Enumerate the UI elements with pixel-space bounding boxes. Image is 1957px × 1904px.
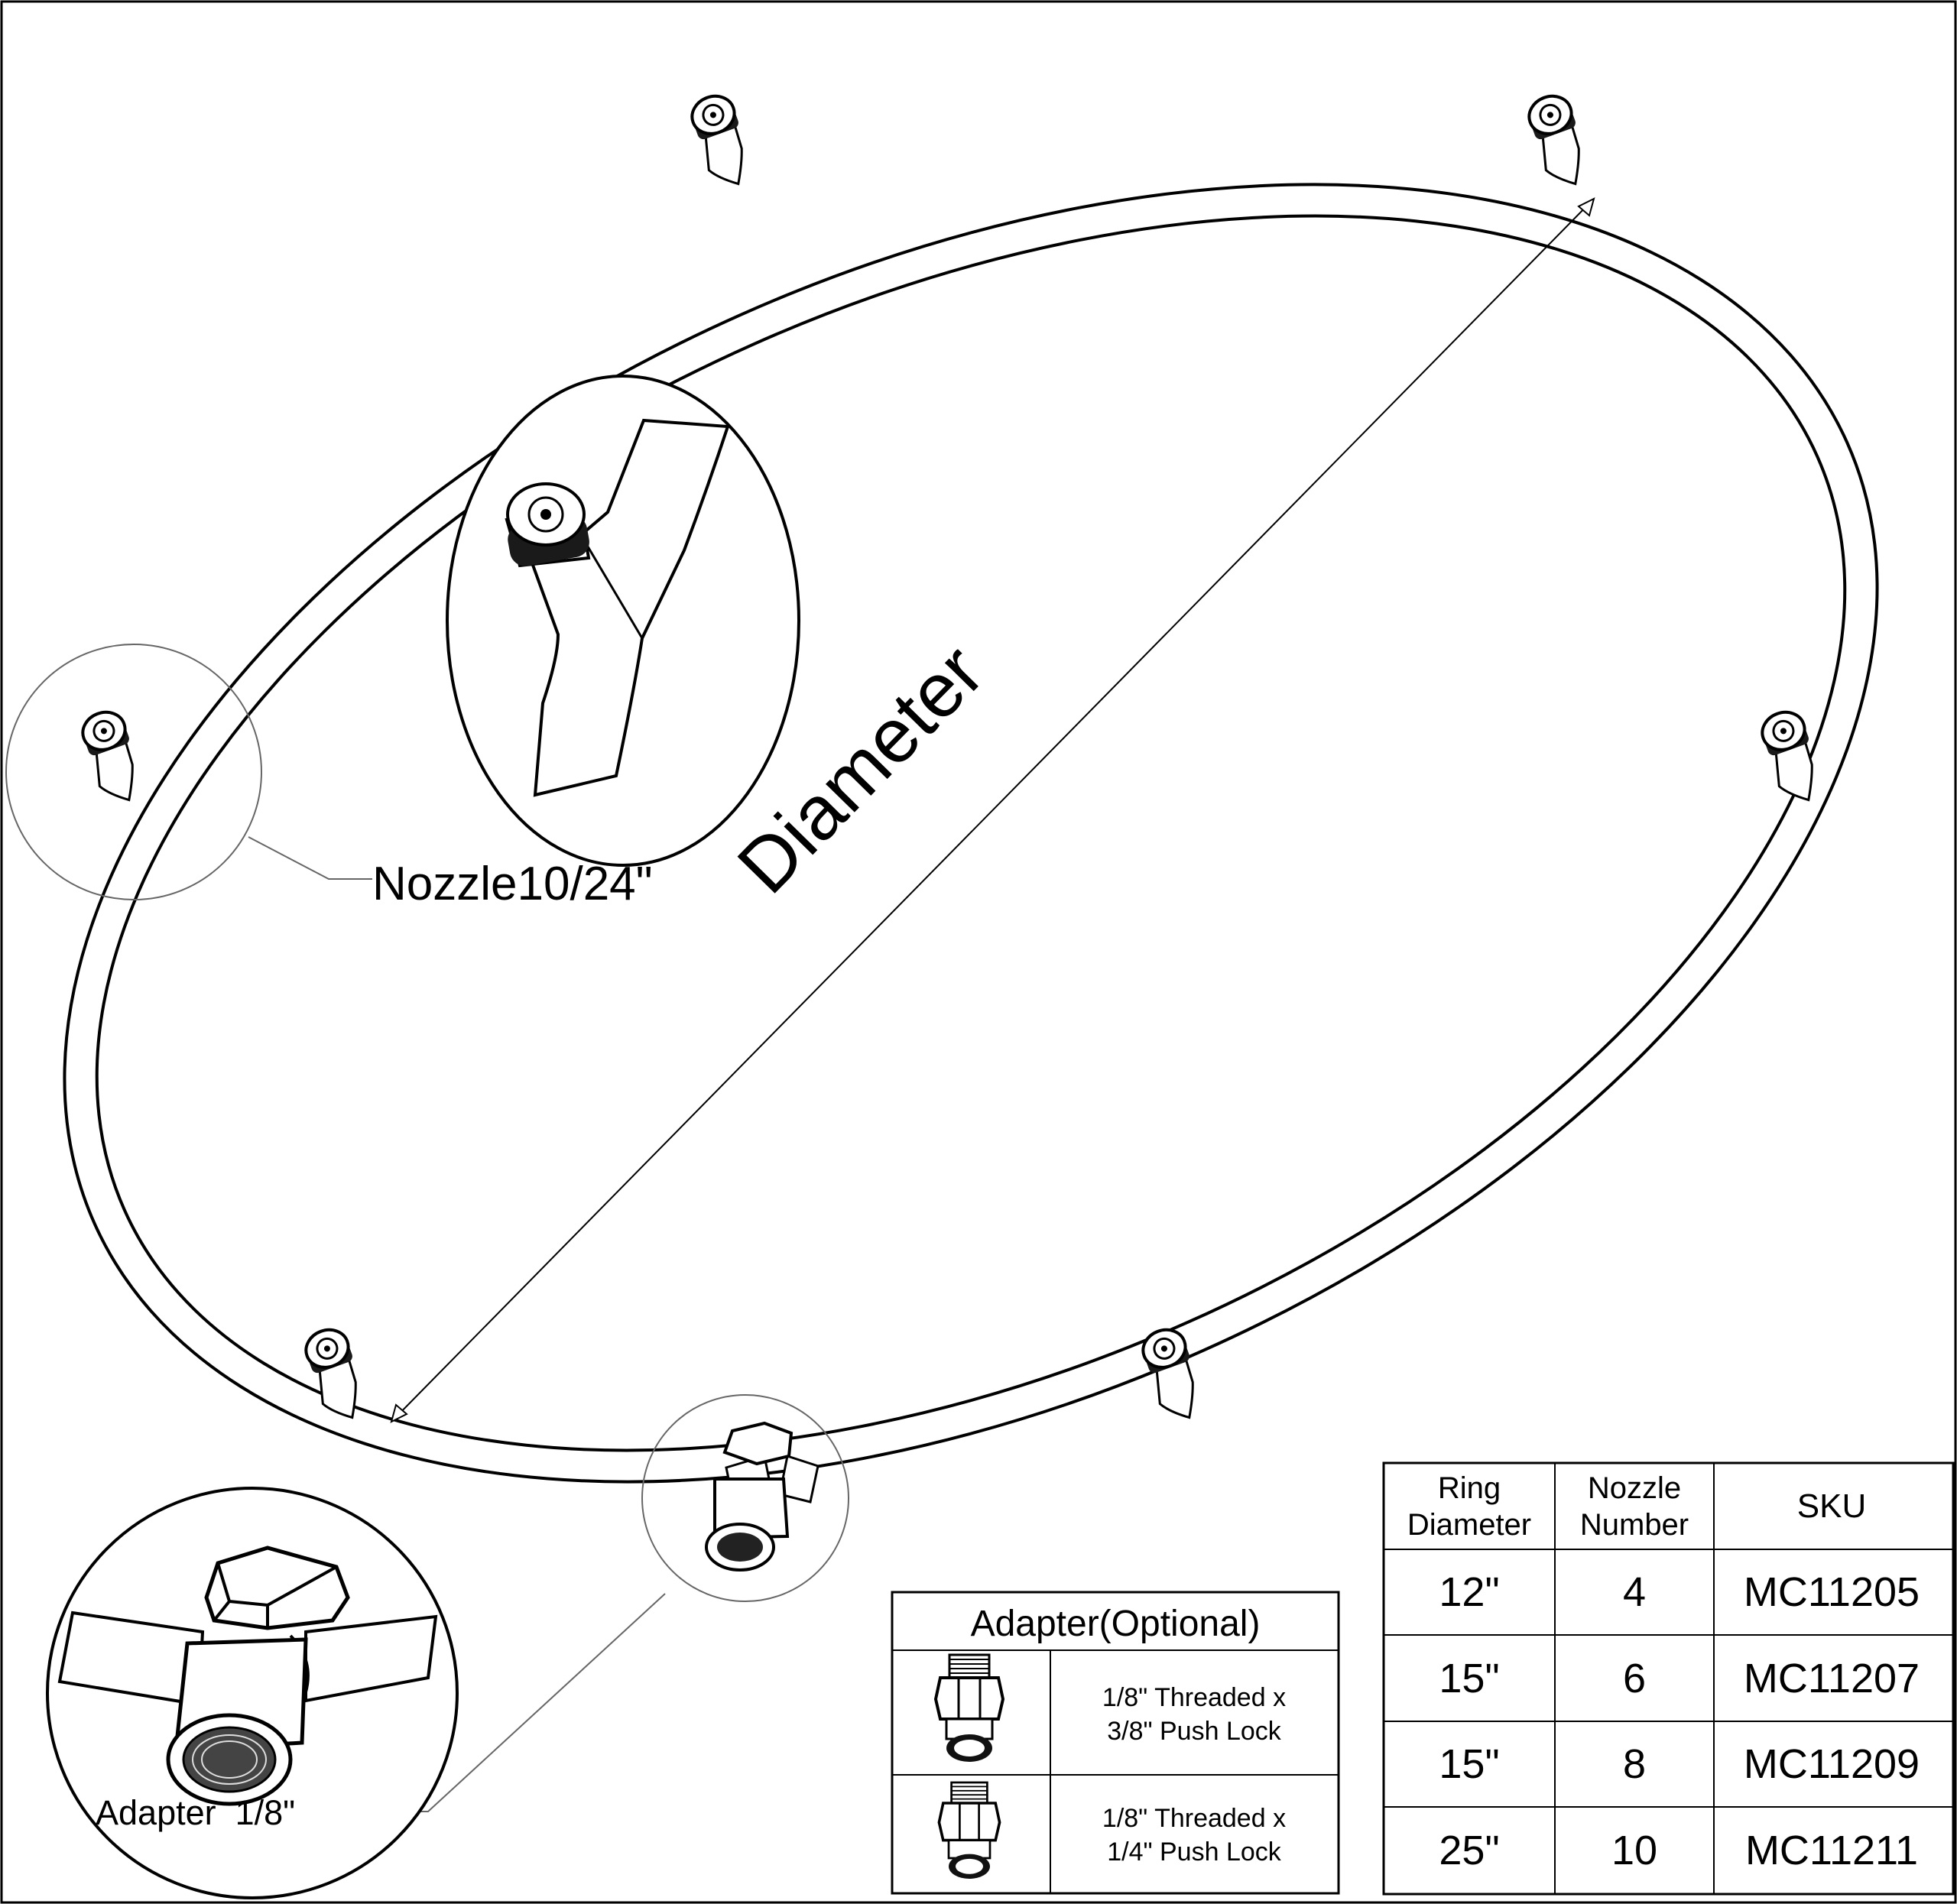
header-ring-diameter-line-2: Diameter [1407,1508,1531,1542]
adapter-row-1-line-1: 1/8" Threaded x [1102,1683,1286,1712]
nozzle-leader-line [248,836,372,880]
row-1-sku: MC11205 [1744,1569,1920,1615]
adapter-detail-magnifier [46,1487,459,1899]
nozzle-icon [683,89,761,193]
nozzle-icon [74,705,151,809]
adapter-table: Adapter(Optional) 1/8" Threaded x 3/8" P… [891,1591,1340,1895]
header-ring-diameter-line-1: Ring [1438,1471,1501,1505]
row-2-nozzles: 6 [1623,1656,1646,1701]
header-nozzle-number-line-1: Nozzle [1588,1471,1681,1505]
row-4-nozzles: 10 [1611,1828,1657,1873]
nozzle-callout-circle [5,644,262,900]
row-2-sku: MC11207 [1744,1656,1920,1701]
female-adapter-icon [705,1421,819,1572]
adapter-table-title: Adapter(Optional) [971,1604,1261,1644]
row-3-diameter: 15" [1439,1741,1499,1787]
nozzle-icon [1754,705,1831,809]
adapter-callout-circle [641,1394,849,1602]
diameter-dimension-line [390,197,1595,1423]
row-2-diameter: 15" [1439,1656,1499,1701]
nozzle-detail-magnifier [446,375,800,867]
row-1-diameter: 12" [1439,1569,1499,1615]
adapter-row-2-line-1: 1/8" Threaded x [1102,1804,1286,1833]
header-sku: SKU [1797,1487,1866,1525]
nozzle-callout-label: Nozzle10/24" [372,858,653,910]
row-1-nozzles: 4 [1623,1569,1646,1615]
adapter-row-1-line-2: 3/8" Push Lock [1107,1717,1282,1746]
mist-ring-tube [63,183,1879,1484]
adapter-callout-label: Adapter 1/8" [96,1793,295,1832]
row-3-sku: MC11209 [1744,1741,1920,1787]
row-3-nozzles: 8 [1623,1741,1646,1787]
sku-table: Ring Diameter Nozzle Number SKU 12" 4 MC… [1382,1461,1955,1896]
nozzle-icon [1520,89,1598,193]
adapter-row-2-line-2: 1/4" Push Lock [1107,1838,1282,1867]
row-4-diameter: 25" [1439,1828,1499,1873]
row-4-sku: MC11211 [1745,1828,1918,1873]
header-nozzle-number-line-2: Number [1580,1508,1689,1542]
